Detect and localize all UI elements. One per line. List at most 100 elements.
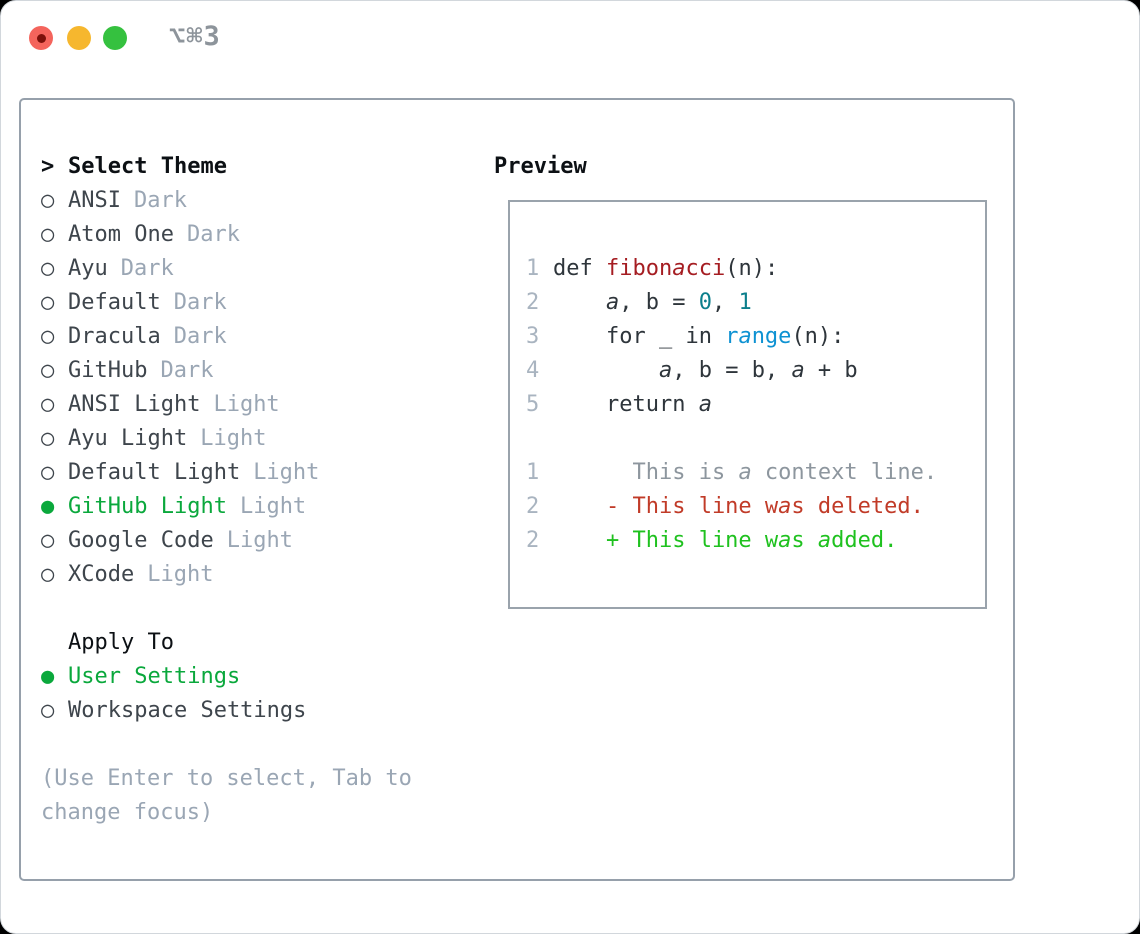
line-number: 5 bbox=[526, 392, 540, 417]
line-number: 1 bbox=[526, 460, 540, 485]
code-token: return a bbox=[553, 392, 712, 417]
theme-option-google-code[interactable]: ○ Google Code Light bbox=[41, 524, 481, 558]
code-token: This is a context line. bbox=[553, 460, 938, 485]
apply-option-user-settings[interactable]: ● User Settings bbox=[41, 660, 481, 694]
option-variant-label: Dark bbox=[173, 290, 227, 315]
code-token: (n): bbox=[725, 256, 779, 281]
radio-selected-icon: ● bbox=[41, 664, 55, 689]
theme-option-ayu-light[interactable]: ○ Ayu Light Light bbox=[41, 422, 481, 456]
theme-option-ansi[interactable]: ○ ANSI Dark bbox=[41, 184, 481, 218]
code-token: , bbox=[711, 290, 739, 315]
radio-unselected-icon: ○ bbox=[41, 460, 55, 485]
option-label: Default bbox=[68, 290, 161, 315]
minimize-button[interactable] bbox=[67, 26, 91, 50]
radio-unselected-icon: ○ bbox=[41, 426, 55, 451]
preview-line: 2 a, b = 0, 1 bbox=[526, 286, 985, 320]
theme-option-ayu[interactable]: ○ Ayu Dark bbox=[41, 252, 481, 286]
radio-unselected-icon: ○ bbox=[41, 222, 55, 247]
preview-line: 1 This is a context line. bbox=[526, 456, 985, 490]
radio-unselected-icon: ○ bbox=[41, 324, 55, 349]
apply-option-workspace-settings[interactable]: ○ Workspace Settings bbox=[41, 694, 481, 728]
preview-line bbox=[526, 422, 985, 456]
option-variant-label: Light bbox=[226, 528, 293, 553]
preview-line: 2 + This line was added. bbox=[526, 524, 985, 558]
line-number: 2 bbox=[526, 494, 540, 519]
option-label: GitHub Light bbox=[68, 494, 227, 519]
option-label: Atom One bbox=[68, 222, 174, 247]
radio-unselected-icon: ○ bbox=[41, 188, 55, 213]
option-label: ANSI Light bbox=[68, 392, 201, 417]
code-token: def bbox=[553, 256, 606, 281]
prompt-caret-icon: > bbox=[41, 154, 55, 179]
code-token: - This line was deleted. bbox=[553, 494, 924, 519]
zoom-button[interactable] bbox=[103, 26, 127, 50]
code-token: fibonacci bbox=[605, 256, 726, 281]
option-variant-label: Dark bbox=[120, 256, 174, 281]
keyboard-hint: (Use Enter to select, Tab to change focu… bbox=[41, 766, 412, 825]
option-label: Ayu Light bbox=[68, 426, 188, 451]
option-label: GitHub bbox=[68, 358, 148, 383]
option-variant-label: Light bbox=[253, 460, 320, 485]
line-number: 3 bbox=[526, 324, 540, 349]
line-number: 1 bbox=[526, 256, 540, 281]
option-label: ANSI bbox=[68, 188, 121, 213]
preview-line: 2 - This line was deleted. bbox=[526, 490, 985, 524]
preview-line: 3 for _ in range(n): bbox=[526, 320, 985, 354]
preview-line: 5 return a bbox=[526, 388, 985, 422]
option-variant-label: Light bbox=[239, 494, 307, 519]
option-variant-label: Light bbox=[213, 392, 280, 417]
option-variant-label: Dark bbox=[160, 358, 214, 383]
option-variant-label: Dark bbox=[133, 188, 187, 213]
option-label: User Settings bbox=[68, 664, 241, 689]
option-label: XCode bbox=[68, 562, 135, 587]
apply-to-title: Apply To bbox=[68, 630, 174, 655]
theme-option-github-light[interactable]: ● GitHub Light Light bbox=[41, 490, 481, 524]
radio-unselected-icon: ○ bbox=[41, 528, 55, 553]
theme-option-xcode[interactable]: ○ XCode Light bbox=[41, 558, 481, 592]
option-label: Dracula bbox=[68, 324, 161, 349]
line-number: 2 bbox=[526, 290, 540, 315]
theme-option-atom-one[interactable]: ○ Atom One Dark bbox=[41, 218, 481, 252]
option-label: Google Code bbox=[68, 528, 214, 553]
option-label: Default Light bbox=[68, 460, 241, 485]
titlebar: ⌥⌘3 bbox=[1, 1, 1139, 71]
line-number: 2 bbox=[526, 528, 540, 553]
option-variant-label: Light bbox=[147, 562, 214, 587]
radio-unselected-icon: ○ bbox=[41, 698, 55, 723]
code-token: (n): bbox=[791, 324, 845, 349]
theme-option-default-light[interactable]: ○ Default Light Light bbox=[41, 456, 481, 490]
apply-to-section: Apply To ● User Settings ○ Workspace Settin… bbox=[41, 626, 481, 728]
close-button-dot-icon bbox=[36, 33, 46, 43]
option-label: Workspace Settings bbox=[68, 698, 307, 723]
theme-option-dracula[interactable]: ○ Dracula Dark bbox=[41, 320, 481, 354]
option-variant-label: Dark bbox=[173, 324, 227, 349]
preview-line: 1 def fibonacci(n): bbox=[526, 252, 985, 286]
line-number: 4 bbox=[526, 358, 540, 383]
radio-unselected-icon: ○ bbox=[41, 256, 55, 281]
window-shortcut-label: ⌥⌘3 bbox=[169, 21, 221, 52]
preview-line: 4 a, b = b, a + b bbox=[526, 354, 985, 388]
code-token: + This line was added. bbox=[553, 528, 898, 553]
code-token: range bbox=[725, 324, 792, 349]
select-theme-header: > Select Theme bbox=[41, 150, 481, 184]
apply-to-list: ● User Settings ○ Workspace Settings bbox=[41, 660, 481, 728]
option-label: Ayu bbox=[68, 256, 108, 281]
radio-unselected-icon: ○ bbox=[41, 562, 55, 587]
close-button[interactable] bbox=[29, 26, 53, 50]
preview-title: Preview bbox=[494, 154, 587, 179]
radio-selected-icon: ● bbox=[41, 494, 55, 519]
select-theme-title: Select Theme bbox=[68, 154, 227, 179]
option-variant-label: Dark bbox=[186, 222, 240, 247]
code-token: a, b = bbox=[605, 290, 699, 315]
option-variant-label: Light bbox=[200, 426, 267, 451]
